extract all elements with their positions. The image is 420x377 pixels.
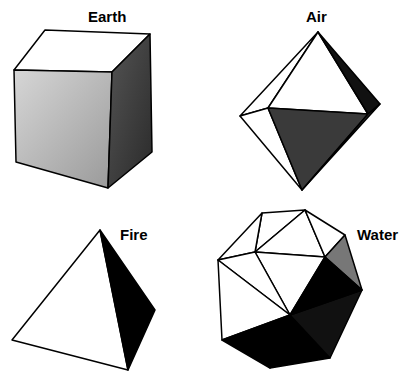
solid-figure: Air (236, 4, 384, 194)
icosahedron-drawing (218, 210, 362, 368)
solid-figure: Fire (8, 222, 158, 372)
tetrahedron-drawing (12, 230, 155, 370)
element-name: Air (306, 8, 327, 25)
element-name: Earth (88, 8, 126, 25)
octahedron-drawing (240, 32, 380, 190)
solid-figure: Earth (10, 4, 156, 192)
element-name: Water (357, 226, 398, 243)
cube-drawing (14, 30, 152, 188)
element-name: Fire (120, 226, 148, 243)
solid-figure: Water (214, 204, 414, 372)
